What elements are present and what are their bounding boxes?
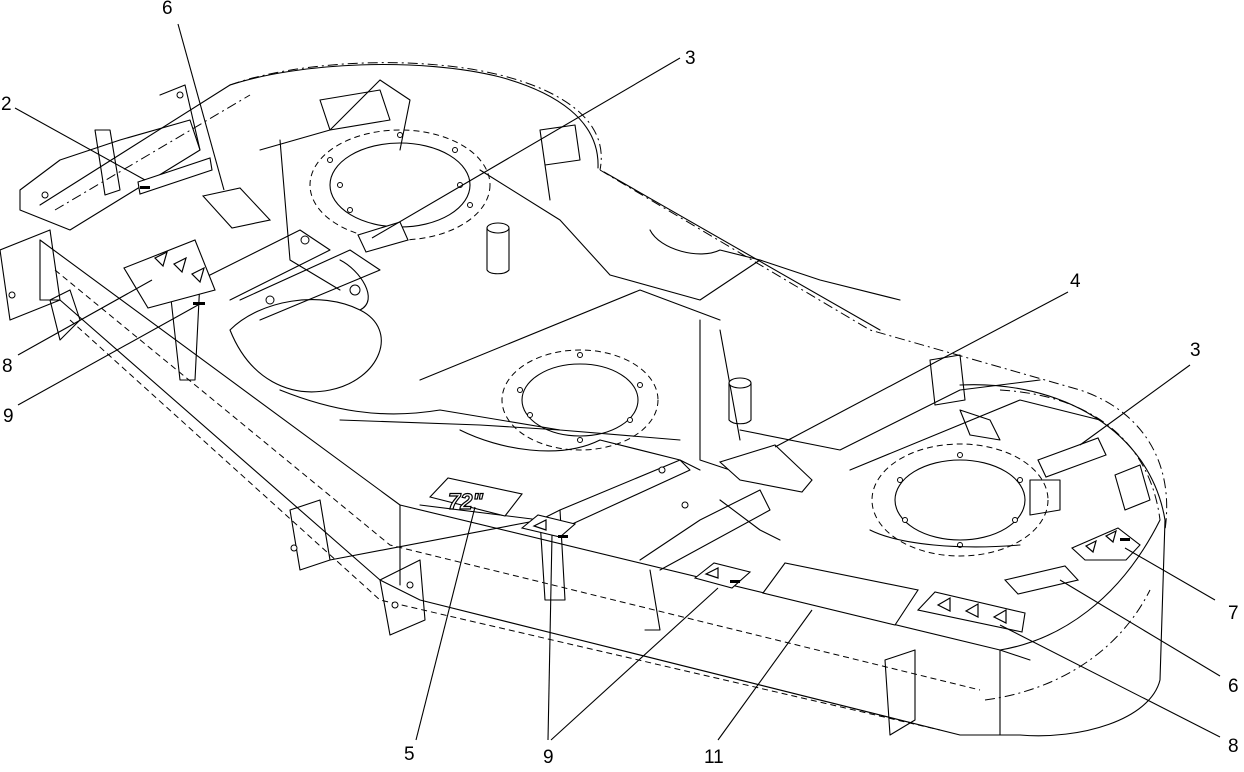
decal-item-7 [1071,527,1141,561]
decal-item-3-right [1037,437,1107,478]
deck-size-badge-text: 72" [448,489,483,514]
warning-triangle-icon [153,250,168,268]
decal-item-6-right [1003,565,1080,595]
warning-triangle-icon [172,256,187,274]
callout-3-top: 3 [685,48,696,69]
decal-item-3-top [357,221,409,253]
warning-triangle-icon [532,519,547,531]
spindle-posts [319,89,1061,516]
front-frame [0,84,1151,736]
warning-triangle-icon [1104,529,1117,544]
warning-triangle-icon [936,596,951,612]
decal-item-5-deck-badge: 72" [428,477,523,517]
callout-8-right: 8 [1228,736,1239,757]
decal-item-11 [762,562,919,626]
callout-4: 4 [1070,271,1081,292]
spindle-openings [309,129,1049,557]
warning-triangle-icon [992,608,1007,624]
callout-3-right: 3 [1190,340,1201,361]
callout-5: 5 [404,744,415,765]
callout-6-top: 6 [162,0,173,19]
warning-triangle-icon [1084,539,1097,554]
callout-8-left: 8 [2,356,13,377]
warning-triangle-icon [704,567,719,579]
decal-item-9-left [193,302,205,305]
decal-item-9-bottom [520,514,752,589]
decal-item-4 [718,444,813,493]
decal-item-8-left [123,239,216,309]
decal-item-6-left [201,187,272,229]
callout-9-left: 9 [3,406,14,427]
callout-9-bottom: 9 [543,747,554,768]
decal-item-2 [137,157,213,195]
decal-item-8-right [916,591,1026,633]
callout-7: 7 [1228,603,1239,624]
callout-11: 11 [704,747,724,768]
warning-triangle-icon [190,266,205,284]
warning-triangle-icon [964,602,979,618]
leader-lines [14,23,1221,741]
callout-6-right: 6 [1228,676,1239,697]
callout-2: 2 [1,94,12,115]
